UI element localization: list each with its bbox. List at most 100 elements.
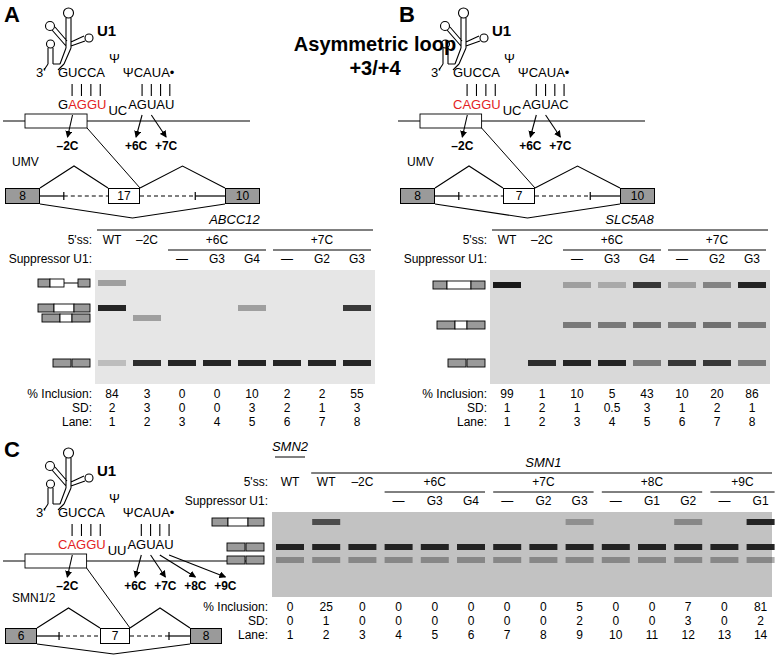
splice-line	[140, 166, 225, 188]
gel-band	[493, 557, 521, 563]
suppressor-name: —	[176, 253, 188, 267]
row-label: Lane:	[62, 416, 92, 430]
gel-band	[312, 544, 340, 550]
row-label: Suppressor U1:	[404, 253, 487, 267]
gel-band	[747, 557, 775, 563]
gel-band	[421, 557, 449, 563]
gel-band	[566, 557, 594, 563]
gel-band	[457, 557, 485, 563]
gel-band	[98, 305, 126, 311]
mutation-label: +6C	[124, 580, 146, 594]
splice-line	[40, 166, 108, 188]
intron-line	[140, 195, 195, 196]
mutation-arrow	[151, 115, 166, 137]
band-icon	[72, 314, 90, 322]
gel-band	[674, 544, 702, 550]
base-pair-bar	[476, 84, 477, 96]
gel-band	[348, 557, 376, 563]
table-value: 13	[718, 629, 731, 643]
base-pair-bar	[160, 84, 161, 96]
splice-line	[130, 608, 190, 628]
snrna-name: U1	[97, 22, 116, 39]
base-pair-bar	[169, 84, 170, 96]
group-rule	[710, 492, 774, 493]
base-pair-bar	[151, 84, 152, 96]
row-label: 5'ss:	[244, 476, 268, 490]
band-icon	[246, 556, 264, 564]
suppressor-name: G2	[314, 253, 330, 267]
table-value: 10	[245, 388, 258, 402]
u1-snrna-structure	[44, 8, 93, 70]
splice-site-sequence: AGGU	[68, 98, 106, 113]
row-label: 5'ss:	[463, 234, 487, 248]
snrna-loop	[64, 448, 74, 458]
intron-line	[535, 195, 590, 196]
table-value: 11	[646, 629, 658, 643]
table-value: 0.5	[604, 402, 621, 416]
gel-band	[747, 544, 775, 550]
table-value: 1	[504, 416, 511, 430]
suppressor-name: G3	[209, 253, 225, 267]
intron-line-icon	[64, 283, 78, 284]
exon-number: 17	[117, 190, 130, 202]
table-value: 0	[395, 601, 402, 615]
snrna-loop	[85, 474, 93, 482]
gel-band	[566, 519, 594, 525]
exon-number: 8	[414, 190, 421, 202]
mutation-arrow	[135, 555, 141, 577]
u1-sequence: GUCCA	[58, 506, 105, 521]
gel-band	[602, 544, 630, 550]
table-value: 5	[609, 388, 616, 402]
lane-header: +6C	[424, 476, 446, 490]
row-label: Lane:	[457, 416, 487, 430]
table-value: 3	[359, 629, 366, 643]
table-value: 0	[179, 402, 186, 416]
gel-band	[421, 544, 449, 550]
band-icon	[455, 321, 467, 329]
table-value: 10	[675, 388, 688, 402]
gel-band	[633, 282, 661, 288]
table-value: 1	[319, 402, 326, 416]
lane-header: +7C	[311, 234, 333, 248]
mutation-label: +9C	[214, 580, 236, 594]
table-value: 0	[540, 615, 547, 629]
intron-sequence: AGUAC	[522, 98, 568, 113]
gel-band	[563, 322, 591, 328]
table-value: 0	[721, 615, 728, 629]
prime-end: 3'	[36, 66, 46, 81]
gel-band	[674, 519, 702, 525]
row-label: SD:	[72, 402, 92, 416]
gene-name: SMN2	[272, 440, 308, 455]
band-icon	[38, 279, 50, 287]
table-value: 5	[576, 601, 583, 615]
gel-band	[674, 557, 702, 563]
band-icon	[38, 304, 54, 312]
exon-number: 10	[631, 190, 644, 202]
base-pair-bar	[485, 84, 486, 96]
gel-band	[563, 282, 591, 288]
table-value: 3	[144, 388, 151, 402]
header-rule	[275, 457, 305, 458]
u1-sequence: GUCCA	[453, 66, 500, 81]
band-icon	[42, 314, 60, 322]
mutation-label: +6C	[519, 140, 541, 154]
intron-line	[435, 195, 459, 196]
exon-box: 10	[225, 188, 260, 204]
snrna-loop	[459, 8, 469, 18]
mutation-label: +7C	[155, 140, 177, 154]
exon-box: 17	[108, 188, 140, 204]
row-label: SD:	[467, 402, 487, 416]
mutation-arrow	[136, 115, 142, 137]
table-value: 0	[359, 601, 366, 615]
table-value: 0	[431, 601, 438, 615]
exon-box: 8	[190, 628, 222, 644]
mutation-arrow	[67, 555, 72, 577]
header-rule	[97, 230, 373, 231]
table-value: 3	[574, 416, 581, 430]
suppressor-name: G1	[644, 495, 660, 509]
band-icon	[53, 359, 71, 367]
table-value: 0	[287, 615, 294, 629]
table-value: 7	[319, 416, 326, 430]
